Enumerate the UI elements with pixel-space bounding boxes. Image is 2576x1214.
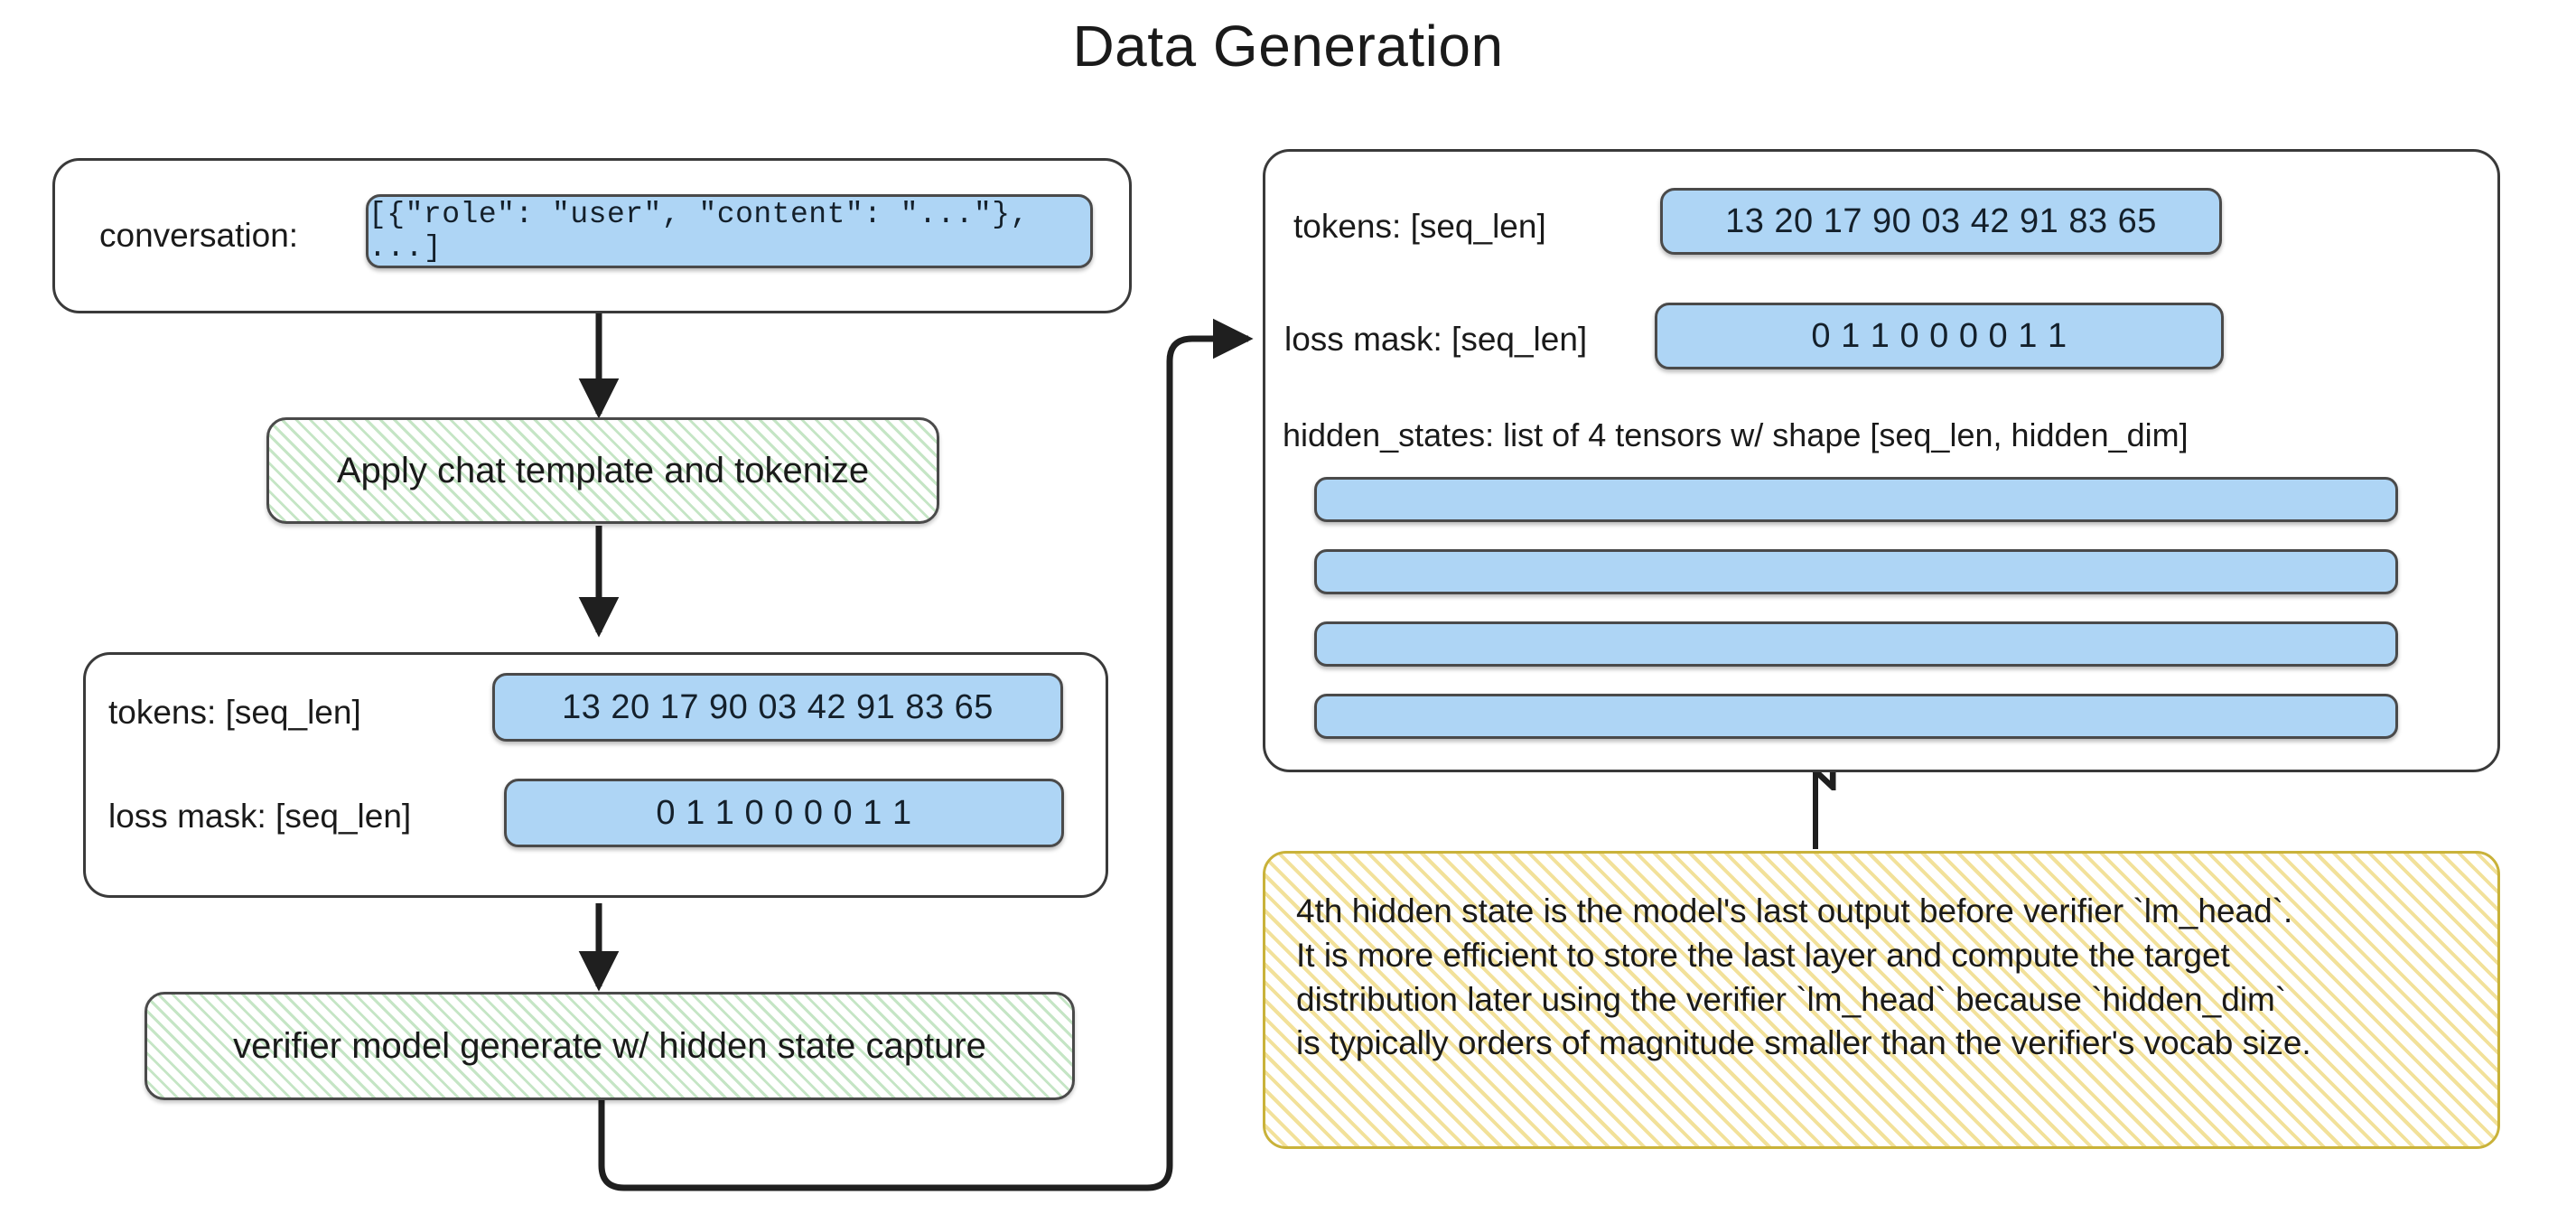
- page-title: Data Generation: [1072, 14, 1504, 79]
- loss-mask-values-chip: 0 1 1 0 0 0 0 1 1: [504, 779, 1064, 847]
- tokens-values-chip: 13 20 17 90 03 42 91 83 65: [492, 673, 1063, 742]
- explanatory-note: 4th hidden state is the model's last out…: [1263, 851, 2500, 1149]
- tokens-row-label: tokens: [seq_len]: [108, 694, 361, 731]
- note-line-1: 4th hidden state is the model's last out…: [1296, 892, 2293, 929]
- hidden-state-tensor-bar: [1314, 621, 2398, 667]
- note-line-4: is typically orders of magnitude smaller…: [1296, 1024, 2311, 1062]
- step-verifier-generate[interactable]: verifier model generate w/ hidden state …: [145, 992, 1075, 1100]
- loss-mask-row-label: loss mask: [seq_len]: [108, 798, 412, 835]
- hidden-state-tensor-bar: [1314, 694, 2398, 739]
- step-apply-chat-template[interactable]: Apply chat template and tokenize: [266, 417, 939, 524]
- panel-loss-mask-values-chip: 0 1 1 0 0 0 0 1 1: [1655, 303, 2224, 369]
- panel-loss-mask-label: loss mask: [seq_len]: [1284, 321, 1588, 358]
- hidden-state-tensor-bar: [1314, 549, 2398, 594]
- hidden-state-tensor-bar: [1314, 477, 2398, 522]
- panel-tokens-label: tokens: [seq_len]: [1293, 208, 1546, 245]
- panel-tokens-values-chip: 13 20 17 90 03 42 91 83 65: [1660, 188, 2222, 255]
- note-line-2: It is more efficient to store the last l…: [1296, 936, 2230, 974]
- hidden-states-label: hidden_states: list of 4 tensors w/ shap…: [1283, 416, 2189, 453]
- conversation-value-chip: [{"role": "user", "content": "..."}, ...…: [366, 194, 1093, 268]
- note-line-3: distribution later using the verifier `l…: [1296, 980, 2287, 1018]
- conversation-field-label: conversation:: [99, 217, 299, 254]
